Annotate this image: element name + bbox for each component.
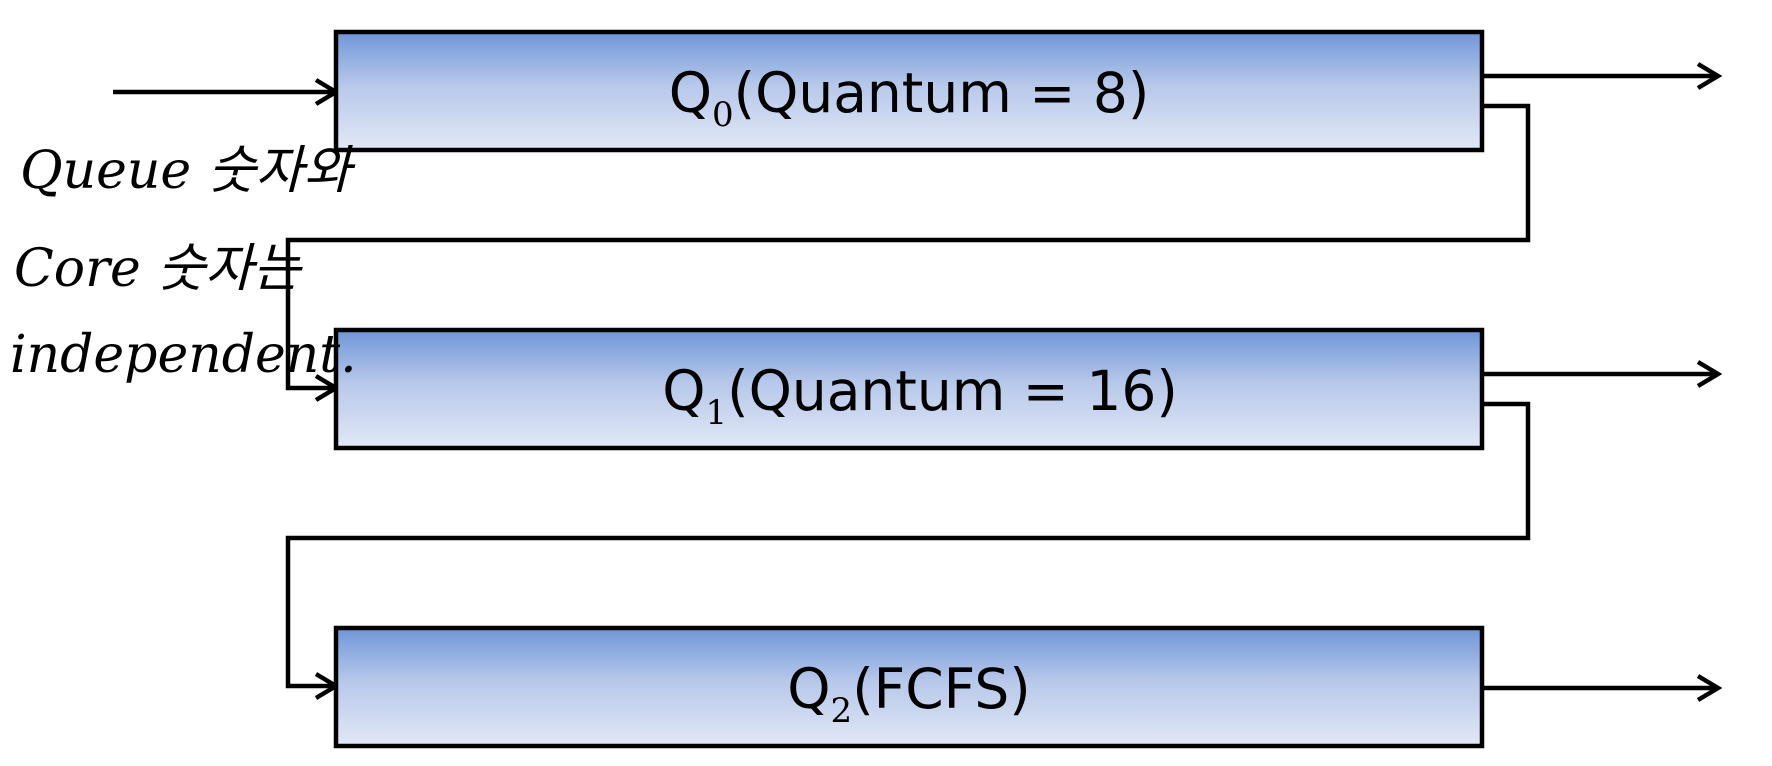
q2-exit-arrow (1482, 674, 1723, 702)
q0-exit-arrow (1482, 62, 1723, 90)
handwritten-note-line-3: independent. (10, 325, 357, 385)
handwritten-note-line-1: Queue 숫자와 (20, 141, 356, 201)
queue-label-q2: Q2(FCFS) (787, 657, 1030, 731)
handwritten-note-line-2: Core 숫자는 (14, 239, 303, 299)
q1-exit-arrow (1482, 360, 1723, 388)
queue-box-q0: Q0(Quantum = 8) (333, 29, 1485, 153)
queue-box-q1: Q1(Quantum = 16) (333, 327, 1485, 451)
queue-label-q0: Q0(Quantum = 8) (669, 61, 1150, 135)
handwritten-note: Queue 숫자와 Core 숫자는 independent. (10, 141, 357, 385)
queue-box-q2: Q2(FCFS) (333, 625, 1485, 749)
entry-arrow (113, 78, 341, 106)
queue-label-q1: Q1(Quantum = 16) (662, 359, 1178, 433)
